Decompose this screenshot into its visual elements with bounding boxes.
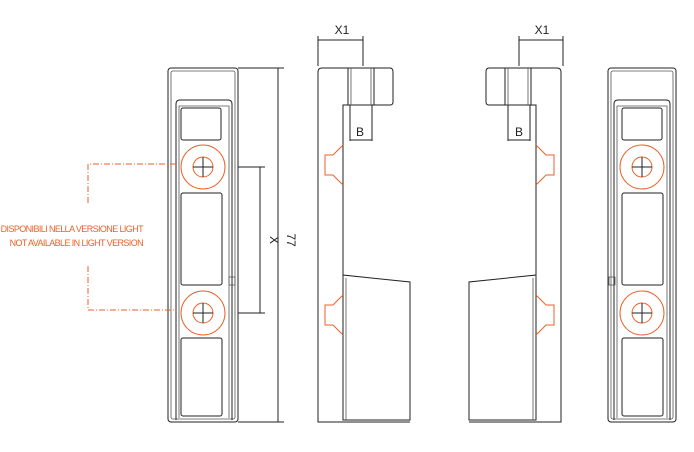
dimension-x1-left: X1	[335, 23, 350, 37]
side-view-right: X1 B	[468, 23, 564, 423]
front-view-right	[607, 67, 677, 423]
dimension-b-right: B	[515, 125, 523, 139]
hole-bottom	[180, 290, 226, 336]
dimension-x1-right: X1	[535, 23, 550, 37]
dimension-x: X	[267, 236, 281, 244]
note-italian: NON DISPONIBILI NELLA VERSIONE LIGHT	[0, 224, 144, 234]
availability-note: NON DISPONIBILI NELLA VERSIONE LIGHT NOT…	[0, 163, 176, 311]
note-english: NOT AVAILABLE IN LIGHT VERSION	[10, 238, 143, 248]
side-view-left: X1 B	[317, 23, 411, 423]
front-view-left: X 77	[167, 67, 298, 423]
dimension-b-left: B	[356, 125, 364, 139]
hole-top	[180, 144, 226, 190]
dimension-77: 77	[284, 233, 298, 247]
